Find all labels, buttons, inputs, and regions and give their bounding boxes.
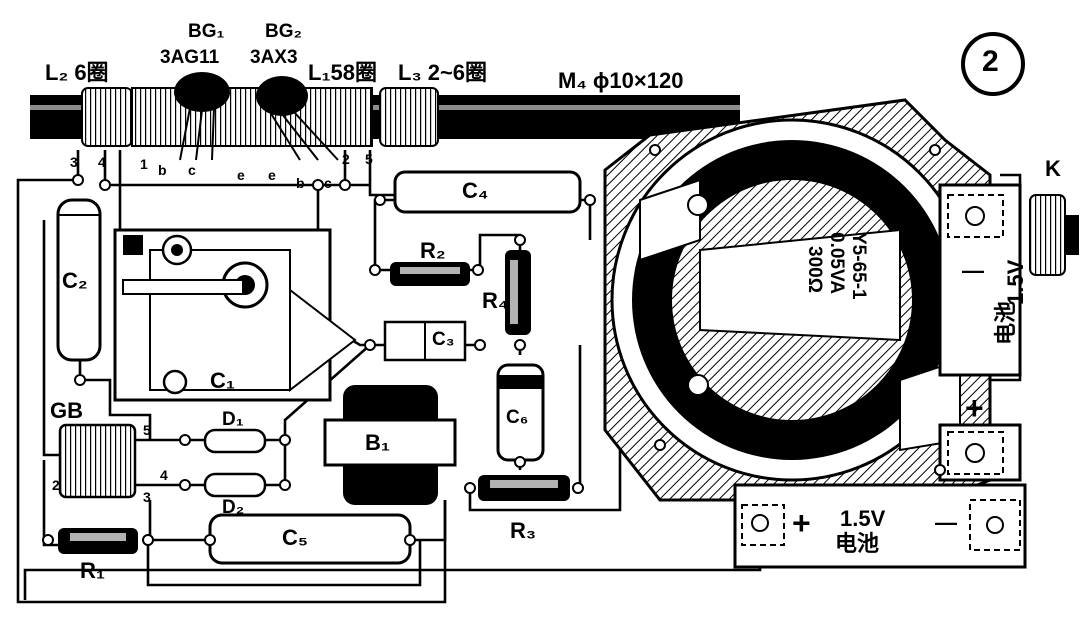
battery-top-label: 电池 [993,300,1018,345]
capacitor-C4 [393,170,582,214]
label-R1: R₁ [80,558,105,583]
pin-3: 3 [70,154,78,170]
capacitor-C5 [208,513,412,565]
label-C3: C₃ [432,329,455,350]
pin-b2: b [296,175,305,191]
solder-points [42,144,946,546]
label-L3: L₃ 2~6圈 [398,60,488,85]
label-BG2: BG₂ [265,21,302,42]
label-C5: C₅ [282,525,308,550]
gb-pin-2: 2 [52,477,60,493]
label-R4: R₄ [482,288,509,313]
battery-bottom-voltage: 1.5V [840,506,886,531]
pin-4: 4 [98,154,106,170]
resistor-R4 [505,250,531,335]
gb-pin-5: 5 [143,422,151,438]
battery-bottom-plus: + [792,505,811,541]
label-R2: R₂ [420,238,446,263]
capacitor-C2 [56,198,102,362]
label-D2: D₂ [222,497,245,518]
label-L1: L₁58圈 [308,60,378,85]
switch-GB [58,423,137,499]
speaker-model: Y5-65-1 [848,232,869,300]
battery-top-plus: + [965,390,984,426]
speaker [603,98,992,502]
battery-bottom-minus: — [935,510,957,535]
label-C2: C₂ [62,268,88,293]
label-K: K [1045,156,1061,181]
resistor-R3 [478,475,570,501]
coil-L3 [379,87,439,147]
speaker-impedance: 300Ω [804,246,825,293]
label-M4: M₄ ϕ10×120 [558,68,684,93]
label-C4: C₄ [462,178,489,203]
coil-L1 [131,87,373,147]
pin-c1: c [188,162,196,178]
figure-number-circle [961,32,1025,96]
pin-2: 2 [342,151,350,167]
pin-b1: b [158,162,167,178]
label-BG2-type: 3AX3 [250,47,298,68]
pin-1: 1 [140,156,148,172]
label-BG1: BG₁ [188,21,225,42]
gb-pin-4: 4 [160,467,168,483]
diode-D2 [203,472,267,498]
label-R3: R₃ [510,518,537,543]
battery-top-minus: — [962,258,984,283]
capacitor-C3 [383,320,467,362]
label-B1: B₁ [365,430,390,455]
resistor-R1 [58,528,138,554]
resistor-R2 [390,262,470,286]
switch-K [1029,194,1079,276]
battery-top [938,183,1022,377]
coil-L2 [81,87,133,147]
transistor-BG2 [256,76,339,161]
label-C6: C₆ [506,407,529,428]
label-GB: GB [50,398,83,423]
battery-bottom [733,483,1027,569]
pin-e2: e [268,167,276,183]
battery-top-plus-terminal [938,423,1022,482]
tuning-capacitor-C1 [113,228,357,402]
label-D1: D₁ [222,409,244,430]
pin-e1: e [237,167,245,183]
transformer-B1 [323,385,457,505]
pin-c2: c [324,175,332,191]
speaker-power: 0.05VA [826,232,847,294]
battery-bottom-label: 电池 [835,531,880,556]
label-L2: L₂ 6圈 [45,60,109,85]
diode-D1 [203,428,267,454]
transistor-BG1 [174,72,230,161]
label-C1: C₁ [210,368,235,393]
pin-5: 5 [365,151,373,167]
battery-top-voltage: 1.5V [1003,259,1028,305]
label-BG1-type: 3AG11 [160,47,220,68]
gb-pin-3: 3 [143,489,151,505]
figure-number: 2 [982,45,999,78]
